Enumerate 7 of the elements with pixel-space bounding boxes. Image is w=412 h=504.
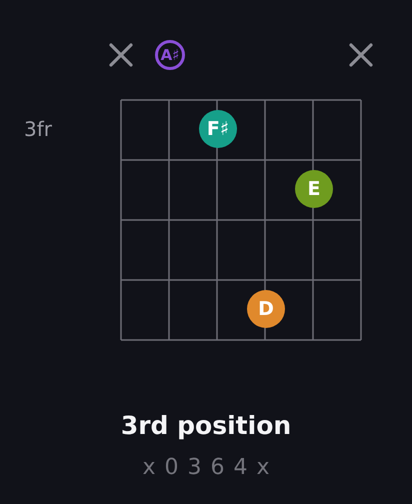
open-string-ring: A♯: [155, 40, 185, 70]
fingering-text: x 0 3 6 4 x: [142, 455, 270, 480]
finger-dot: E: [295, 170, 333, 208]
finger-dot: F♯: [199, 110, 237, 148]
chord-title: 3rd position: [120, 411, 292, 440]
fret-number-label: 3fr: [24, 117, 52, 141]
finger-dot: D: [247, 290, 285, 328]
